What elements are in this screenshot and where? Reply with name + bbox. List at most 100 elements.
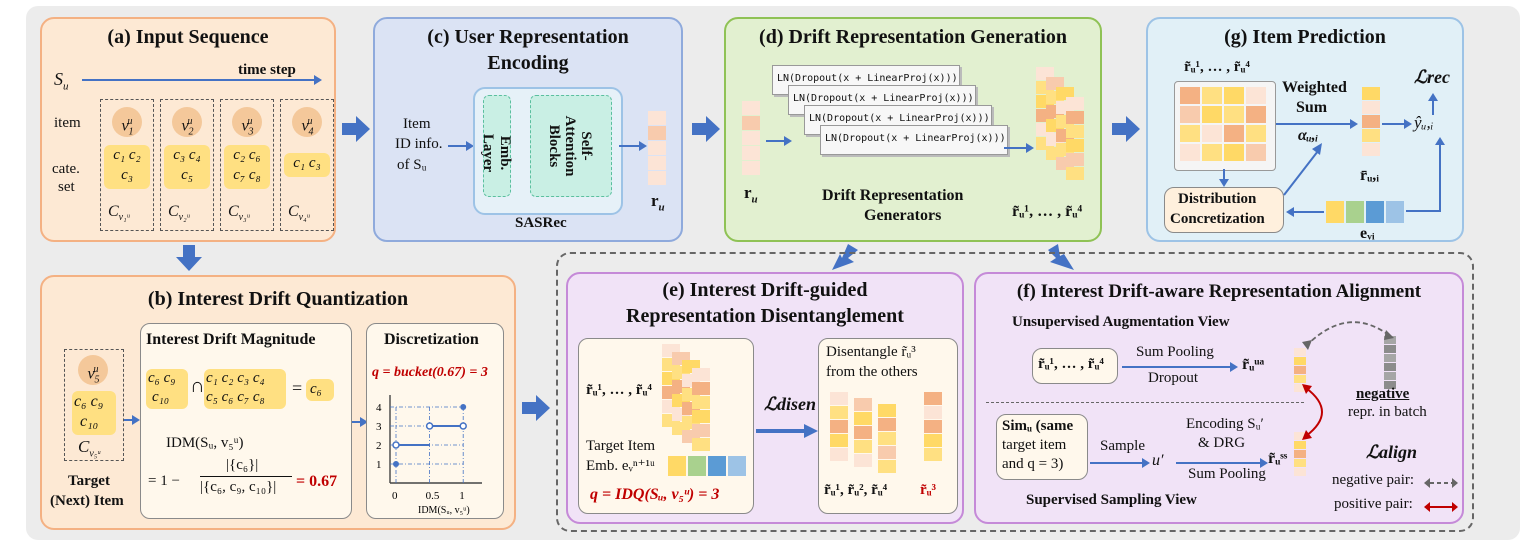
target-category-set (72, 391, 116, 435)
weighted-sum-label-2: Sum (1296, 99, 1328, 116)
ru-cell (648, 171, 666, 185)
sup-view-label: Supervised Sampling View (1026, 492, 1197, 508)
unsup-dropout: Dropout (1148, 370, 1198, 386)
idm-set2-line1: c₁ c₂ c₃ c₄ (206, 370, 265, 386)
neg-cell (1384, 363, 1396, 371)
neg-cell (1384, 354, 1396, 362)
disentangled-cell (830, 448, 848, 461)
arrow-a-to-c (342, 116, 370, 142)
category-text: c₅ (181, 167, 193, 183)
step-point-2 (392, 441, 400, 449)
panel-e-title-line2: Representation Disentanglement (626, 305, 904, 327)
arrow-d-to-f (1048, 244, 1074, 270)
disentangled-cell (878, 418, 896, 431)
y-tick-label: 1 (376, 459, 382, 471)
target-label-2: (Next) Item (50, 493, 124, 509)
sample-arrow (1090, 458, 1150, 468)
rss-cell (1294, 459, 1306, 467)
panel-drift-representation-generation: (d) Drift Representation Generation ru L… (724, 17, 1102, 242)
matrix-cell (1246, 87, 1266, 104)
input-label-2: ID info. (395, 136, 443, 152)
arrow-c-to-d (692, 116, 720, 142)
matrix-cell (1224, 106, 1244, 123)
sasrec-label: SASRec (515, 215, 567, 231)
disentangled-cell (830, 392, 848, 405)
negative-label: negative (1356, 386, 1410, 402)
idm-set1-line2: c₁₀ (152, 389, 170, 405)
sup-sum-pooling: Sum Pooling (1188, 466, 1266, 482)
matrix-cell (1180, 144, 1200, 161)
item-row-label: item (54, 115, 81, 131)
idm-set2 (204, 369, 286, 409)
dc-to-alpha-arrow (1283, 143, 1322, 196)
prediction-input-label: r̃ᵤ¹, … , r̃ᵤ⁴ (1184, 59, 1250, 75)
panel-c-title-line1: (c) User Representation (427, 26, 629, 48)
negative-pair-arc (1302, 321, 1394, 350)
disentangled-cell (854, 398, 872, 411)
matrix-cell (1202, 87, 1222, 104)
rua-cell (1294, 384, 1306, 392)
distribution-concretization-box (1164, 187, 1284, 233)
matrix-cell (1180, 125, 1200, 142)
rss-cell (1294, 441, 1306, 449)
sequence-label: Su (54, 69, 69, 93)
disen-input-label: r̃ᵤ¹, … , r̃ᵤ⁴ (586, 382, 652, 398)
generator-formula: LN(Dropout(x + LinearProj(x))) (809, 113, 990, 124)
x-tick-label: 1 (459, 490, 465, 502)
item-circle: v3u (232, 107, 262, 138)
rbar-cell (1362, 101, 1380, 114)
generator-formula: LN(Dropout(x + LinearProj(x))) (793, 93, 974, 104)
step-point-3a (425, 422, 434, 430)
bucket-formula: q = bucket(0.67) = 3 (372, 365, 488, 380)
idm-result (306, 379, 334, 401)
arrow-a-to-b (176, 245, 202, 271)
x-tick-label: 0.5 (426, 490, 440, 502)
disentangled-cell (830, 434, 848, 447)
step-point-3b (459, 422, 467, 430)
ev-cell (1346, 201, 1364, 223)
rss-label: r̃ᵤˢˢ (1268, 450, 1288, 467)
ev-cell (1366, 201, 1384, 223)
negative-pair-legend (1424, 478, 1458, 488)
target-item-label-2: Emb. eᵥⁿ⁺¹ᵘ (586, 458, 655, 474)
panel-representation-alignment: (f) Interest Drift-aware Representation … (974, 272, 1464, 524)
sim-label-3: and q = 3) (1002, 456, 1064, 472)
sim-label-1: Simᵤ (same (1002, 418, 1074, 434)
target-cset-label: Cv₅ᵘ (78, 437, 101, 460)
category-text: c₇ c₈ (233, 167, 261, 183)
idq-formula: q = IDQ(Sᵤ, v₅ᵘ) = 3 (590, 486, 720, 503)
panel-representation-disentanglement: (e) Interest Drift-guided Representation… (566, 272, 964, 524)
panel-e-title-line1: (e) Interest Drift-guided (662, 279, 868, 301)
drift-input-label: ru (744, 183, 758, 206)
weighted-sum-label-1: Weighted (1282, 79, 1347, 96)
disentangled-cell (854, 440, 872, 453)
panel-d-title: (d) Drift Representation Generation (759, 26, 1067, 48)
neg-cell (1384, 372, 1396, 380)
ru-cell (742, 101, 760, 115)
time-step-label: time step (238, 62, 296, 78)
generators-label-2: Generators (864, 207, 942, 224)
panel-input-sequence: (a) Input Sequence Su time step item cat… (40, 17, 336, 242)
drift-cell (1066, 111, 1084, 124)
disen-arrow (756, 424, 818, 438)
neg-cell (1384, 336, 1396, 344)
disentangled-cell (878, 432, 896, 445)
category-text: c₁ c₃ (293, 155, 321, 171)
intersection-symbol: ∩ (190, 375, 205, 397)
dc-label-2: Concretization (1170, 211, 1265, 227)
sim-label-2: target item (1002, 437, 1067, 453)
disentangled-cell (878, 460, 896, 473)
target-emb-cell (688, 456, 706, 476)
matrix-cell (1202, 144, 1222, 161)
x-tick-label: 0 (392, 490, 398, 502)
cate-row-label: cate. (52, 161, 80, 177)
emb-layer-label: Emb. Layer (480, 133, 513, 173)
unsup-input-label: r̃ᵤ¹, … , r̃ᵤ⁴ (1038, 356, 1104, 372)
disen-loss-label: ℒdisen (764, 394, 816, 414)
category-text: c₂ c₆ (233, 147, 261, 163)
drift-cell (1046, 77, 1064, 90)
yhat-to-loss-arrow (1428, 93, 1438, 115)
generators-label-1: Drift Representation (822, 187, 964, 204)
item-group-box (280, 99, 334, 231)
